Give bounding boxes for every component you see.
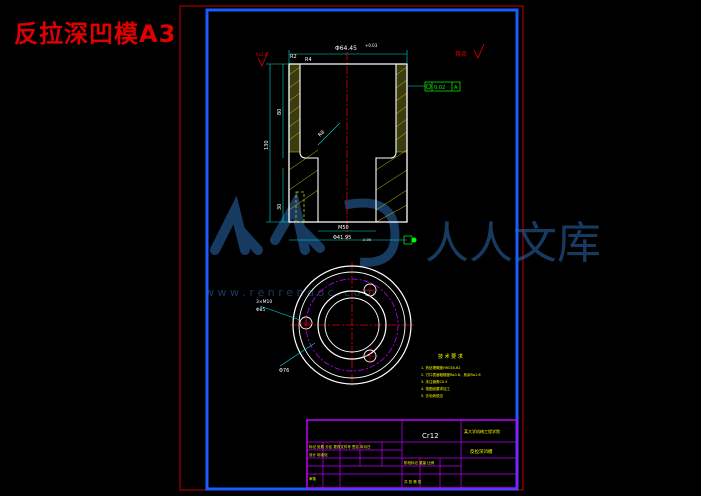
watermark: 人人文库 w w w . r e n r e n d o c . c o m bbox=[205, 191, 601, 299]
school-name: 某大学机械工程学院 bbox=[464, 428, 500, 434]
watermark-logo: 人人文库 bbox=[425, 218, 601, 269]
bolt-hole bbox=[295, 191, 305, 223]
bolt-centerlines bbox=[298, 282, 378, 364]
hatch-lines bbox=[288, 66, 408, 223]
block-row-revision: 标记 处数 分区 更改文件号 签名 年月日 bbox=[309, 444, 371, 449]
dim-bolt-holes: 3×M10 bbox=[256, 299, 272, 305]
technical-requirements: 技 术 要 求 1. 热处理硬度HRC58-62 2. 刃口表面粗糙度Ra0.8… bbox=[421, 353, 481, 398]
roughness-value: Ra1.6 bbox=[256, 52, 268, 57]
top-view: 3×M10 Φ85 Φ76 bbox=[256, 262, 414, 388]
dim-chamfer: R8 bbox=[317, 129, 326, 138]
dim-lower-height: 30 bbox=[277, 204, 283, 210]
dim-total-height: 130 bbox=[264, 140, 270, 150]
dim-depth: Φ85 bbox=[256, 307, 265, 313]
top-view-leaders bbox=[259, 305, 316, 367]
dim-radius-inner: R4 bbox=[305, 57, 312, 63]
part-name: 反拉深凹模 bbox=[470, 448, 493, 455]
inner-profile-left bbox=[299, 64, 319, 222]
block-row-review: 审核 bbox=[309, 476, 317, 481]
tolerance-value: 0.02 bbox=[434, 85, 445, 91]
drawing-title: 反拉深凹模A3 bbox=[14, 20, 177, 48]
dim-pcd: Φ76 bbox=[279, 368, 289, 374]
outer-circle bbox=[292, 265, 412, 385]
drawing-frame bbox=[205, 8, 519, 491]
tech-req-item: 5. 去毛刺锐边 bbox=[421, 393, 443, 398]
dim-bore: M50 bbox=[338, 225, 349, 231]
watermark-url: w w w . r e n r e n d o c . c o m bbox=[205, 286, 375, 299]
outer-chamfer-circle bbox=[298, 271, 406, 379]
part-outline bbox=[288, 63, 408, 223]
material-label: Cr12 bbox=[422, 432, 439, 440]
dim-upper-height: 80 bbox=[277, 109, 283, 115]
dim-top-diameter: Φ64.45 bbox=[335, 45, 357, 52]
tech-req-heading: 技 术 要 求 bbox=[438, 353, 463, 360]
tech-req-item: 4. 按图纸要求加工 bbox=[421, 386, 450, 391]
concentricity-icon bbox=[425, 83, 432, 90]
dim-top-tol: +0.03 bbox=[365, 43, 378, 48]
tolerance-datum: A bbox=[454, 85, 458, 91]
block-row-stage: 阶段标记 重量 比例 bbox=[404, 460, 435, 465]
dimension-lines bbox=[266, 50, 425, 241]
tech-req-item: 1. 热处理硬度HRC58-62 bbox=[421, 365, 460, 370]
tech-req-item: 2. 刃口表面粗糙度Ra0.8，其余Ra1.6 bbox=[421, 372, 481, 377]
hatch-upper bbox=[288, 63, 408, 153]
dim-bottom-diameter: Φ41.95 bbox=[333, 235, 351, 241]
title-block: Cr12 某大学机械工程学院 反拉深凹模 标记 处数 分区 更改文件号 签名 年… bbox=[306, 419, 518, 489]
datum-dot bbox=[411, 237, 417, 243]
dim-radius-outer: R2 bbox=[290, 54, 297, 60]
tech-req-item: 3. 未注倒角C0.5 bbox=[421, 379, 447, 384]
inner-circle bbox=[317, 290, 387, 360]
section-view: Φ64.45 +0.03 R2 R4 130 80 30 R8 M50 Φ41.… bbox=[256, 43, 485, 245]
block-row-sheets: 共 张 第 张 bbox=[404, 479, 422, 484]
dim-bottom-tol: -0.05 bbox=[362, 238, 371, 242]
bore-circle bbox=[324, 297, 380, 353]
roughness-other: 其余 bbox=[455, 50, 467, 58]
block-row-design: 设计 标准化 bbox=[309, 452, 328, 457]
tolerance-frame bbox=[424, 81, 461, 92]
inner-profile-right bbox=[375, 64, 397, 222]
roughness-icons bbox=[257, 43, 485, 67]
